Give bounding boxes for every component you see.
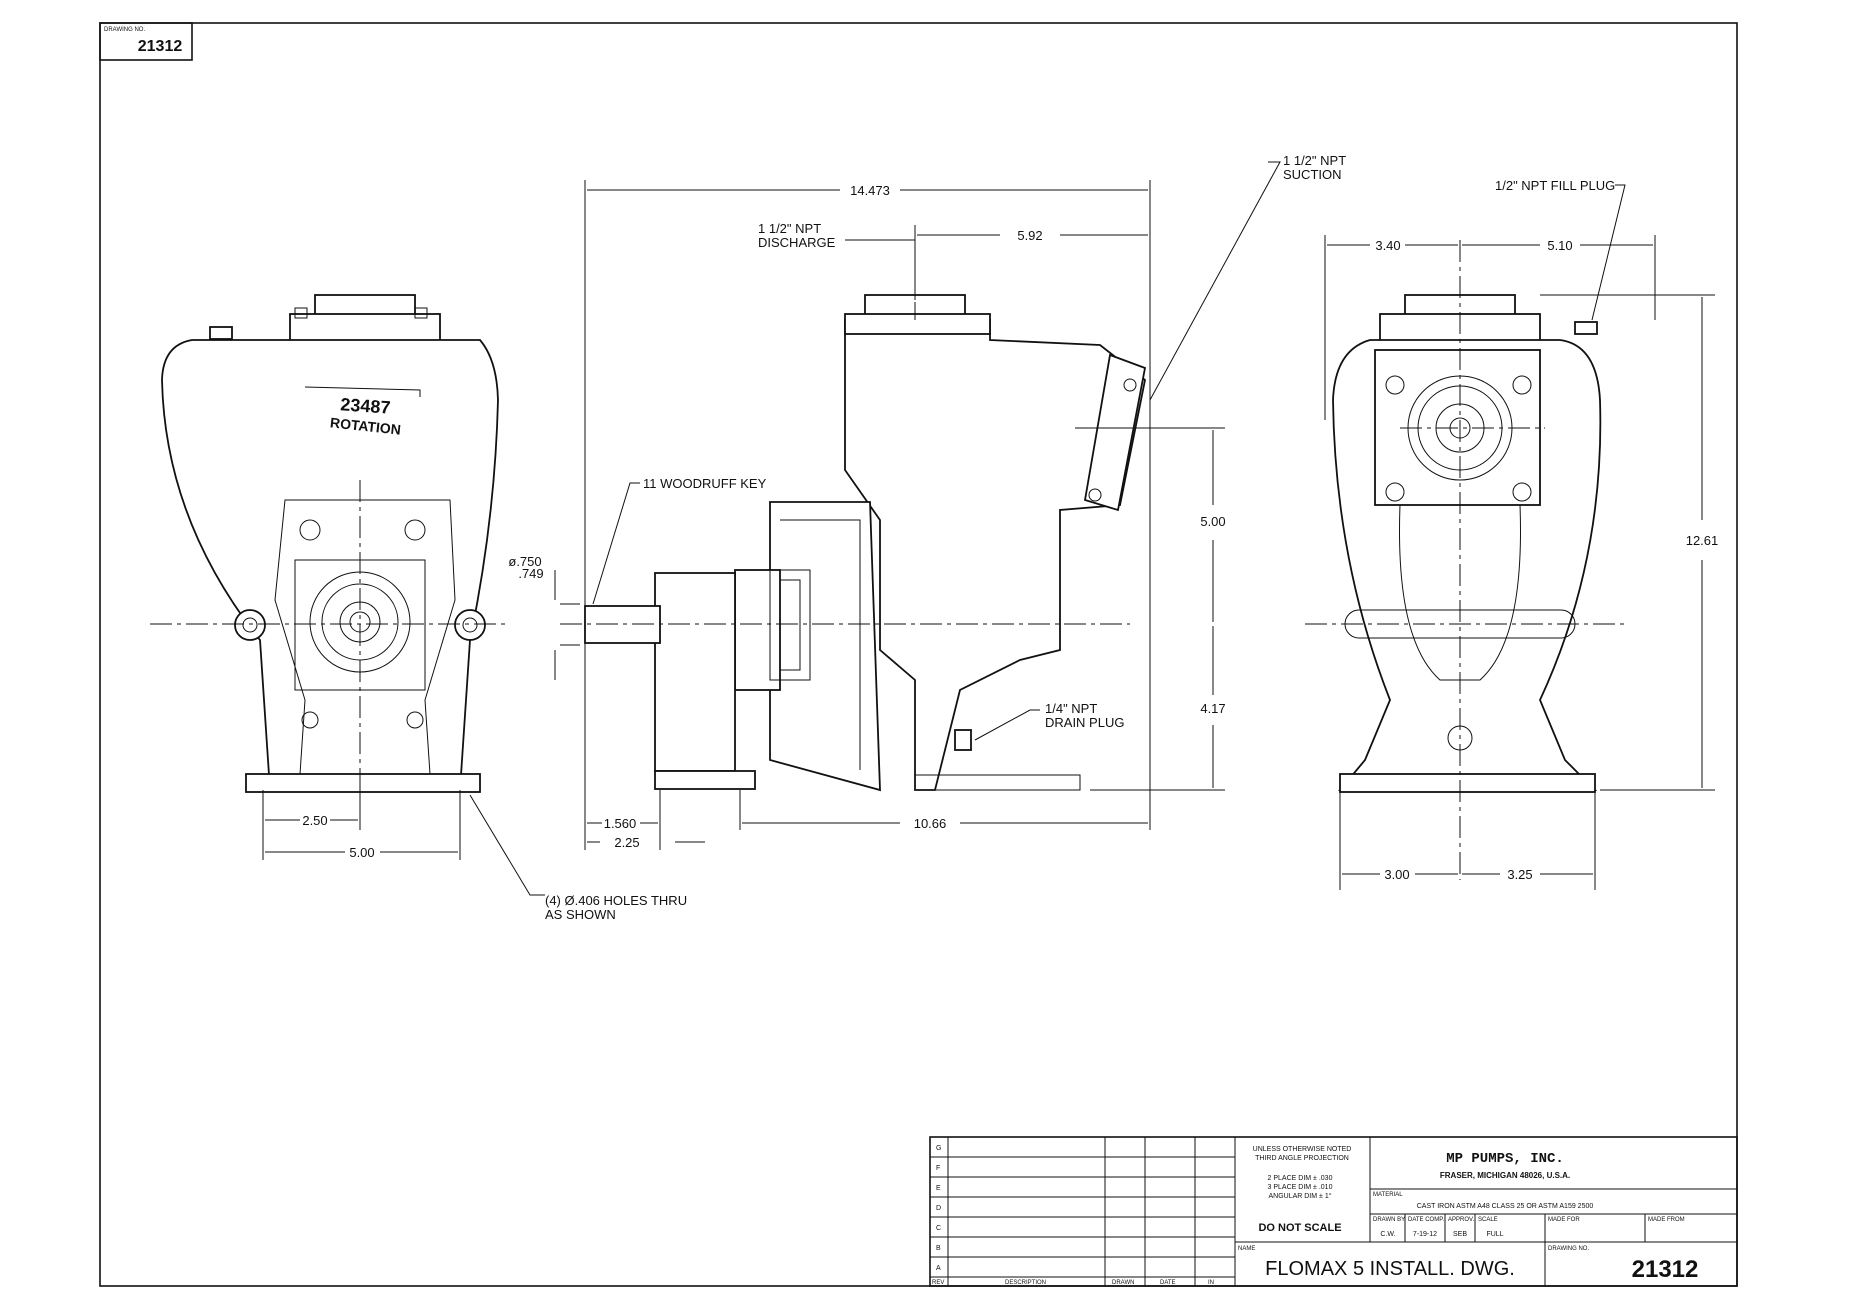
drawing-number-box: DRAWING NO. 21312 <box>99 22 193 61</box>
rev-header-rev: REV <box>932 1280 944 1286</box>
front-view: 23487 ROTATION 2.50 5.00 (4) Ø.406 HOLES… <box>150 294 687 922</box>
rev-header-in: IN <box>1208 1280 1214 1286</box>
tolerance-2place: 2 PLACE DIM ± .030 <box>1268 1175 1333 1182</box>
drain-callout-line2: DRAIN PLUG <box>1045 715 1124 730</box>
material-label: MATERIAL <box>1373 1192 1403 1198</box>
title-block: G F E D C B A REV DESCRIPTION DRAWN DATE… <box>929 1136 1738 1287</box>
made-for-label: MADE FOR <box>1548 1217 1580 1223</box>
dim-front-base: 5.00 <box>349 845 374 860</box>
drawing-number-top: 21312 <box>138 38 183 55</box>
scale-value: FULL <box>1486 1231 1503 1238</box>
drawn-by-label: DRAWN BY <box>1373 1217 1405 1223</box>
holes-callout-line2: AS SHOWN <box>545 907 616 922</box>
made-from-label: MADE FROM <box>1648 1217 1685 1223</box>
dim-vertical-upper: 5.00 <box>1200 514 1225 529</box>
discharge-callout-line2: DISCHARGE <box>758 235 836 250</box>
dim-shaft-dia: ø.750 <box>508 554 541 569</box>
rev-row-c: C <box>936 1225 941 1232</box>
suction-callout-line2: SUCTION <box>1283 167 1342 182</box>
dim-front-half-base: 2.50 <box>302 813 327 828</box>
rev-row-g: G <box>936 1145 941 1152</box>
right-view: 3.40 5.10 12.61 3.00 3.25 1/2" NPT FILL … <box>1305 178 1718 890</box>
drawn-by-value: C.W. <box>1380 1231 1395 1238</box>
dim-discharge-offset: 5.92 <box>1017 228 1042 243</box>
drawing-name: FLOMAX 5 INSTALL. DWG. <box>1265 1258 1515 1280</box>
dim-right-base-right: 3.25 <box>1507 867 1532 882</box>
tolerance-3place: 3 PLACE DIM ± .010 <box>1268 1184 1333 1191</box>
tolerance-line1: UNLESS OTHERWISE NOTED <box>1253 1146 1352 1153</box>
drawing-no-label-bottom: DRAWING NO. <box>1548 1246 1589 1252</box>
tolerance-angular: ANGULAR DIM ± 1° <box>1268 1192 1331 1200</box>
fill-plug-callout: 1/2" NPT FILL PLUG <box>1495 178 1615 193</box>
dim-overall-length: 14.473 <box>850 183 890 198</box>
dim-side-base-length: 10.66 <box>914 816 947 831</box>
casting-word: ROTATION <box>329 414 401 437</box>
rev-header-drawn: DRAWN <box>1112 1280 1134 1286</box>
dim-side-base-offset: 2.25 <box>614 835 639 850</box>
rev-header-date: DATE <box>1160 1280 1176 1286</box>
drawing-number-bottom: 21312 <box>1632 1256 1699 1283</box>
dim-side-key-offset: 1.560 <box>604 816 637 831</box>
date-comp-label: DATE COMP. <box>1408 1217 1444 1223</box>
rev-row-d: D <box>936 1205 941 1212</box>
discharge-callout-line1: 1 1/2" NPT <box>758 221 821 236</box>
rev-row-e: E <box>936 1185 941 1192</box>
dim-right-left: 3.40 <box>1375 238 1400 253</box>
dim-vertical-lower: 4.17 <box>1200 701 1225 716</box>
woodruff-key-callout: 11 WOODRUFF KEY <box>643 476 767 491</box>
rev-row-a: A <box>936 1265 941 1272</box>
tolerance-block: UNLESS OTHERWISE NOTED THIRD ANGLE PROJE… <box>1235 1137 1371 1243</box>
drawing-no-label-top: DRAWING NO. <box>104 27 145 33</box>
dim-shaft-dia-min: .749 <box>518 566 543 581</box>
drain-callout-line1: 1/4" NPT <box>1045 701 1097 716</box>
name-label: NAME <box>1238 1246 1255 1252</box>
rev-header-description: DESCRIPTION <box>1005 1280 1046 1286</box>
name-block: NAME FLOMAX 5 INSTALL. DWG. DRAWING NO. … <box>1238 1242 1698 1286</box>
material-value: CAST IRON ASTM A48 CLASS 25 OR ASTM A159… <box>1417 1203 1594 1210</box>
suction-callout-line1: 1 1/2" NPT <box>1283 153 1346 168</box>
material-block: MATERIAL CAST IRON ASTM A48 CLASS 25 OR … <box>1370 1192 1737 1215</box>
company-block: MP PUMPS, INC. FRASER, MICHIGAN 48026, U… <box>1370 1151 1737 1190</box>
dim-right-right: 5.10 <box>1547 238 1572 253</box>
company-address: FRASER, MICHIGAN 48026, U.S.A. <box>1440 1171 1570 1180</box>
holes-callout-line1: (4) Ø.406 HOLES THRU <box>545 893 687 908</box>
approvals-block: DRAWN BY C.W. DATE COMP. 7-19-12 APPROV.… <box>1235 1214 1737 1243</box>
tolerance-line2: THIRD ANGLE PROJECTION <box>1255 1155 1349 1162</box>
dim-overall-height: 12.61 <box>1686 533 1719 548</box>
do-not-scale: DO NOT SCALE <box>1258 1222 1341 1234</box>
side-view: 14.473 5.92 5.00 4.17 ø.750 .749 1.560 2… <box>508 153 1346 850</box>
date-comp-value: 7-19-12 <box>1413 1231 1437 1238</box>
revision-block: G F E D C B A REV DESCRIPTION DRAWN DATE… <box>930 1137 1236 1286</box>
casting-number: 23487 <box>340 394 391 417</box>
sheet-border <box>99 22 1738 1287</box>
dim-right-base-left: 3.00 <box>1384 867 1409 882</box>
company-name: MP PUMPS, INC. <box>1446 1151 1564 1167</box>
rev-row-f: F <box>936 1165 940 1172</box>
rev-row-b: B <box>936 1245 941 1252</box>
approv-label: APPROV. <box>1448 1217 1474 1223</box>
scale-label: SCALE <box>1478 1217 1498 1223</box>
approv-value: SEB <box>1453 1231 1467 1238</box>
